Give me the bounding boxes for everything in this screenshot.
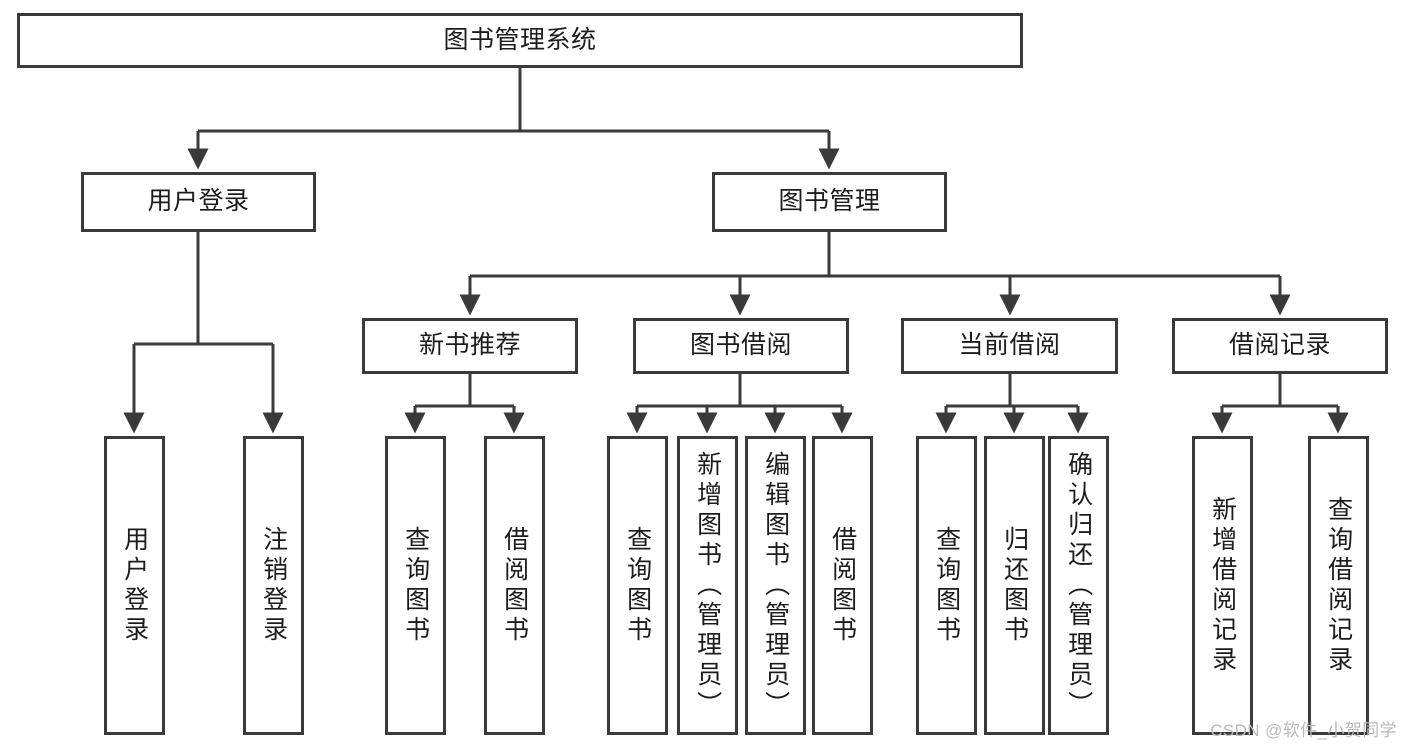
- node-book-borrow-label: 图书借阅: [689, 331, 792, 360]
- leaf-return-book-label: 归还图书: [1000, 525, 1029, 646]
- leaf-query-book-borrow-label: 查询图书: [623, 525, 652, 646]
- leaf-query-book-recommend-label: 查询图书: [401, 525, 430, 646]
- leaf-user-login[interactable]: 用户登录: [104, 436, 165, 735]
- node-root-label: 图书管理系统: [443, 25, 597, 54]
- node-new-book-recommend-label: 新书推荐: [418, 331, 521, 360]
- node-new-book-recommend[interactable]: 新书推荐: [362, 318, 578, 374]
- leaf-add-borrow-record[interactable]: 新增借阅记录: [1192, 436, 1253, 735]
- leaf-query-book-recommend[interactable]: 查询图书: [385, 436, 446, 735]
- leaf-query-borrow-record[interactable]: 查询借阅记录: [1308, 436, 1369, 735]
- node-current-borrow[interactable]: 当前借阅: [901, 318, 1118, 374]
- leaf-edit-book-admin[interactable]: 编辑图书（管理员）: [745, 436, 806, 735]
- node-book-borrow[interactable]: 图书借阅: [633, 318, 849, 374]
- node-borrow-record[interactable]: 借阅记录: [1172, 318, 1388, 374]
- watermark: CSDN @软件_小贺同学: [1210, 721, 1397, 740]
- leaf-confirm-return-admin[interactable]: 确认归还（管理员）: [1048, 436, 1109, 735]
- leaf-query-book-current[interactable]: 查询图书: [916, 436, 977, 735]
- node-book-management-label: 图书管理: [778, 187, 881, 216]
- leaf-borrow-book-recommend[interactable]: 借阅图书: [484, 436, 545, 735]
- leaf-add-borrow-record-label: 新增借阅记录: [1208, 495, 1237, 676]
- leaf-query-book-borrow[interactable]: 查询图书: [607, 436, 668, 735]
- leaf-return-book[interactable]: 归还图书: [984, 436, 1045, 735]
- leaf-confirm-return-admin-label: 确认归还（管理员）: [1064, 450, 1093, 721]
- leaf-borrow-book-recommend-label: 借阅图书: [500, 525, 529, 646]
- leaf-add-book-admin-label: 新增图书（管理员）: [693, 450, 722, 721]
- node-borrow-record-label: 借阅记录: [1228, 331, 1331, 360]
- node-current-borrow-label: 当前借阅: [958, 331, 1061, 360]
- leaf-edit-book-admin-label: 编辑图书（管理员）: [761, 450, 790, 721]
- leaf-logout-label: 注销登录: [259, 525, 288, 646]
- leaf-user-login-label: 用户登录: [120, 525, 149, 646]
- leaf-query-book-current-label: 查询图书: [932, 525, 961, 646]
- node-user-login[interactable]: 用户登录: [81, 172, 316, 232]
- node-root[interactable]: 图书管理系统: [17, 13, 1023, 68]
- node-book-management[interactable]: 图书管理: [712, 172, 947, 232]
- leaf-logout[interactable]: 注销登录: [243, 436, 304, 735]
- leaf-borrow-book-label: 借阅图书: [828, 525, 857, 646]
- leaf-add-book-admin[interactable]: 新增图书（管理员）: [677, 436, 738, 735]
- node-user-login-label: 用户登录: [147, 187, 250, 216]
- leaf-query-borrow-record-label: 查询借阅记录: [1324, 495, 1353, 676]
- leaf-borrow-book[interactable]: 借阅图书: [812, 436, 873, 735]
